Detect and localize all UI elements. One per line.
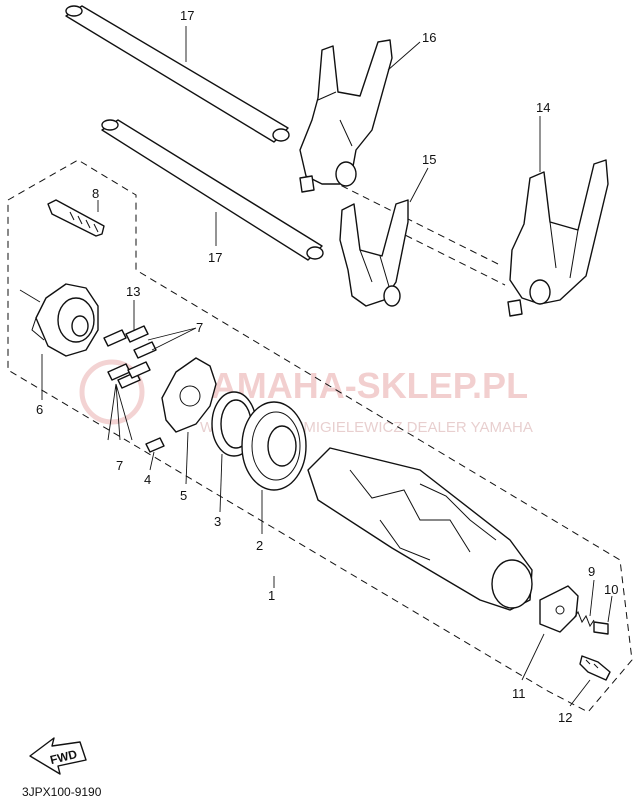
- callout-12: 12: [558, 710, 572, 725]
- shift-fork-16: [299, 39, 393, 193]
- callout-numbers: 17 16 14 15 8 17 13 7 6 7 4 5 3 2 1 9 10…: [36, 8, 618, 725]
- segment-6: [31, 283, 99, 357]
- leader-lines: [19, 26, 613, 707]
- fwd-label: FWD: [49, 747, 79, 767]
- callout-2: 2: [256, 538, 263, 553]
- callout-3: 3: [214, 514, 221, 529]
- spring-9: [573, 610, 595, 628]
- pin-10: [593, 621, 609, 635]
- pin-4: [145, 437, 165, 453]
- screw-12: [579, 655, 611, 681]
- callout-14: 14: [536, 100, 550, 115]
- shift-drum: [307, 447, 533, 611]
- callout-6: 6: [36, 402, 43, 417]
- shift-fork-shaft-upper: [65, 5, 290, 143]
- shift-fork-shaft-lower: [101, 119, 324, 261]
- callout-7-upper: 7: [196, 320, 203, 335]
- watermark-logo: [79, 359, 145, 425]
- shift-fork-15: [339, 199, 409, 307]
- callout-11: 11: [512, 686, 526, 701]
- shift-fork-14: [507, 159, 609, 317]
- callout-8: 8: [92, 186, 99, 201]
- callout-1: 1: [268, 588, 275, 603]
- shift-drum-segment-5: [161, 357, 217, 433]
- callout-15: 15: [422, 152, 436, 167]
- callout-17-lower: 17: [208, 250, 222, 265]
- callout-7-lower: 7: [116, 458, 123, 473]
- callout-4: 4: [144, 472, 151, 487]
- callout-5: 5: [180, 488, 187, 503]
- fwd-arrow: FWD: [29, 737, 87, 775]
- fork-guide-line: [319, 174, 506, 286]
- callout-9: 9: [588, 564, 595, 579]
- callout-16: 16: [422, 30, 436, 45]
- callout-17-upper: 17: [180, 8, 194, 23]
- callout-13: 13: [126, 284, 140, 299]
- assembly-boundary: [7, 159, 633, 713]
- dowel-pins: [103, 325, 157, 389]
- diagram-code: 3JPX100-9190: [22, 785, 102, 799]
- callout-10: 10: [604, 582, 618, 597]
- bolt-8: [47, 199, 105, 237]
- stopper-lever-11: [539, 585, 579, 633]
- bearing-2: [241, 401, 307, 491]
